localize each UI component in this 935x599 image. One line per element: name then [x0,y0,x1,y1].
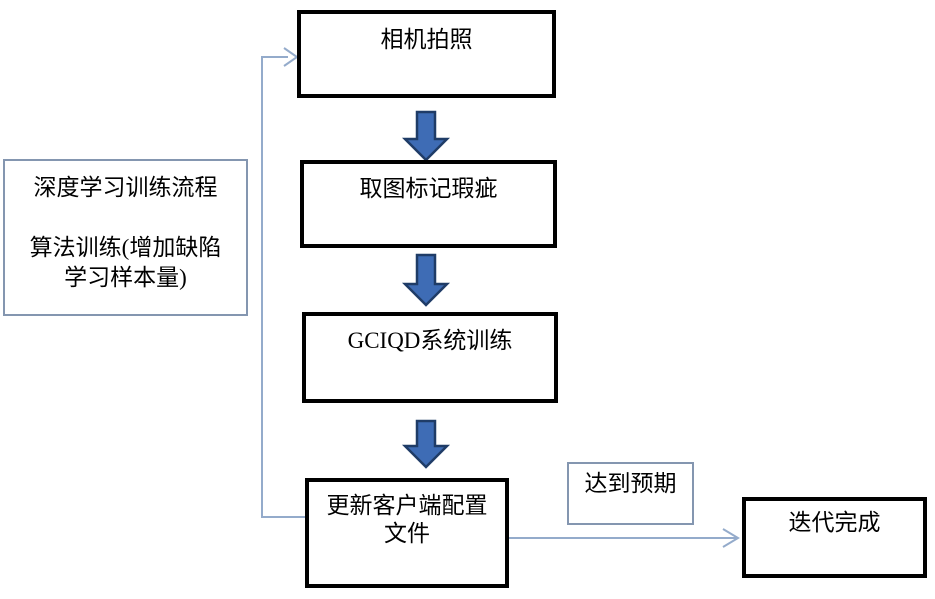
edge-label-text: 达到预期 [584,471,677,496]
process-note-box: 深度学习训练流程 算法训练(增加缺陷 学习样本量) [3,159,248,316]
node-label: 更新客户端配置 [326,493,488,518]
down-arrow-icon [401,110,451,162]
note-line: 算法训练(增加缺陷 [29,235,222,260]
node-label: GCIQD系统训练 [347,328,513,353]
loopback-arrowhead-icon [283,47,299,67]
finish-arrowhead-icon [722,528,740,548]
flow-node-mark-defects: 取图标记瑕疵 [300,160,557,248]
flow-node-iteration-done: 迭代完成 [742,497,927,578]
flow-node-update-config: 更新客户端配置 文件 [305,478,509,588]
flow-node-camera: 相机拍照 [297,10,556,98]
node-label: 迭代完成 [788,510,881,535]
node-label: 文件 [384,521,430,546]
node-label: 相机拍照 [380,27,473,52]
note-line: 深度学习训练流程 [33,175,218,200]
note-line: 学习样本量) [64,265,187,290]
node-label: 取图标记瑕疵 [359,176,498,201]
loopback-connector-line [261,56,305,518]
note-spacer [5,203,246,233]
down-arrow-icon [401,253,451,307]
flow-node-system-training: GCIQD系统训练 [302,312,558,403]
down-arrow-icon [401,419,451,469]
edge-label-expectation: 达到预期 [567,462,694,525]
